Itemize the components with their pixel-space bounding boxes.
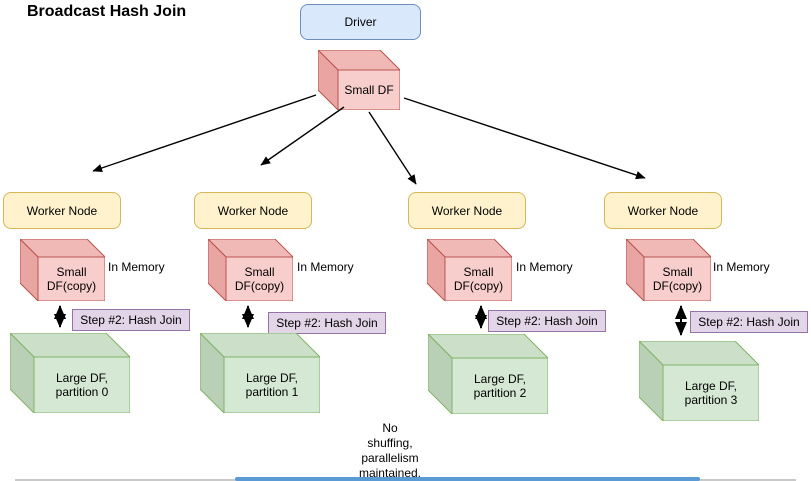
broadcast-arrow-1 [92, 94, 317, 173]
step-hash-join-1: Step #2: Hash Join [72, 309, 190, 331]
cube-front-face [225, 256, 293, 301]
cube-front-face [37, 256, 105, 301]
cube-side-face [626, 239, 645, 301]
worker-node-4-label: Worker Node [627, 203, 699, 218]
large-df-label-4: Large DF, partition 3 [684, 379, 738, 407]
cube-icon [428, 334, 548, 414]
cube-front-face [337, 69, 400, 110]
large-df-cube-1 [10, 333, 130, 413]
cube-icon [626, 239, 711, 301]
step-hash-join-3: Step #2: Hash Join [488, 310, 606, 332]
cube-front-face [444, 256, 512, 301]
cube-front-face [33, 356, 130, 413]
small-df-label: Small DF [344, 83, 394, 97]
in-memory-label-1: In Memory [108, 260, 165, 274]
worker-node-3: Worker Node [408, 192, 526, 229]
worker-node-4: Worker Node [604, 192, 722, 229]
worker-node-2-label: Worker Node [217, 203, 289, 218]
small-df-copy-cube-1 [20, 239, 105, 301]
cube-side-face [318, 50, 339, 110]
cube-front-face [662, 364, 759, 421]
step-hash-join-4: Step #2: Hash Join [690, 311, 808, 333]
small-df-copy-cube-3 [427, 239, 512, 301]
cube-icon [20, 239, 105, 301]
step-hash-join-2: Step #2: Hash Join [268, 312, 386, 334]
small-df-copy-label-4: Small DF(copy) [652, 265, 703, 293]
in-memory-label-2: In Memory [297, 260, 354, 274]
in-memory-label-3: In Memory [516, 260, 573, 274]
worker-node-1: Worker Node [3, 192, 121, 229]
cube-icon [10, 333, 130, 413]
cube-front-face [451, 357, 548, 414]
worker-node-3-label: Worker Node [431, 203, 503, 218]
cube-side-face [10, 333, 35, 413]
small-df-cube [318, 50, 400, 110]
driver-node: Driver [300, 4, 421, 40]
large-df-label-2: Large DF, partition 1 [245, 371, 299, 399]
cube-icon [200, 333, 320, 413]
diagram-title: Broadcast Hash Join [27, 3, 187, 20]
worker-node-2: Worker Node [194, 192, 312, 229]
cube-front-face [223, 356, 320, 413]
cube-side-face [427, 239, 446, 301]
small-df-copy-label-3: Small DF(copy) [453, 265, 504, 293]
in-memory-label-4: In Memory [713, 260, 770, 274]
cube-side-face [428, 334, 453, 414]
cube-icon [318, 50, 400, 110]
cube-side-face [20, 239, 39, 301]
small-df-copy-cube-4 [626, 239, 711, 301]
note-text: No shuffing, parallelism maintained. [358, 421, 422, 480]
cube-side-face [200, 333, 225, 413]
cube-icon [208, 239, 293, 301]
broadcast-arrow-4 [403, 97, 646, 180]
large-df-cube-3 [428, 334, 548, 414]
large-df-label-1: Large DF, partition 0 [55, 371, 109, 399]
horizontal-scrollbar-thumb[interactable] [235, 477, 700, 481]
small-df-copy-cube-2 [208, 239, 293, 301]
worker-node-1-label: Worker Node [26, 203, 98, 218]
large-df-label-3: Large DF, partition 2 [473, 372, 527, 400]
cube-side-face [639, 341, 664, 421]
small-df-copy-label-2: Small DF(copy) [234, 265, 285, 293]
cube-side-face [208, 239, 227, 301]
large-df-cube-2 [200, 333, 320, 413]
cube-icon [427, 239, 512, 301]
small-df-copy-label-1: Small DF(copy) [46, 265, 97, 293]
driver-label: Driver [344, 15, 377, 29]
cube-icon [639, 341, 759, 421]
large-df-cube-4 [639, 341, 759, 421]
broadcast-arrow-3 [368, 111, 417, 185]
cube-front-face [643, 256, 711, 301]
broadcast-arrow-2 [260, 106, 345, 166]
